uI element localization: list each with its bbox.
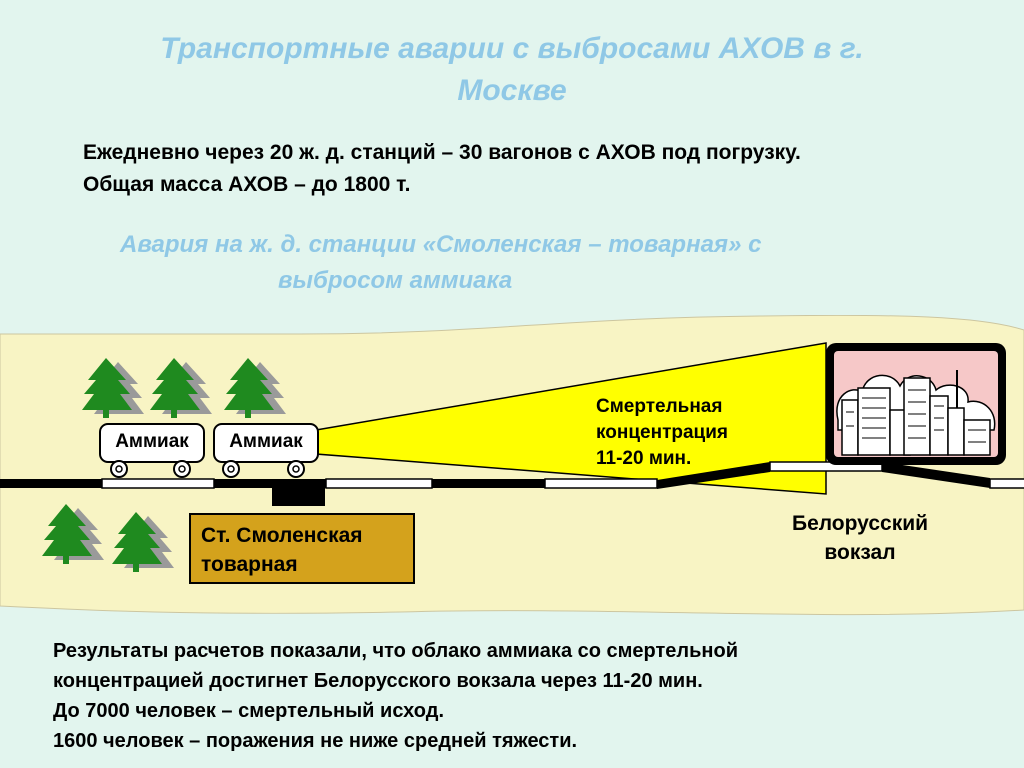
cloud-label-line-2: концентрация — [596, 422, 728, 443]
tree-icon — [42, 504, 104, 564]
lethal-concentration-label: Смертельная концентрация 11-20 мин. — [596, 394, 728, 472]
results-line-1: Результаты расчетов показали, что облако… — [53, 640, 739, 662]
city-icon — [826, 343, 1006, 465]
wagon-1-label: Аммиак — [115, 431, 189, 452]
station-label-line-2: товарная — [201, 553, 298, 576]
destination-line-1: Белорусский — [791, 512, 929, 535]
destination-line-2: вокзал — [824, 541, 896, 564]
station-label-line-1: Ст. Смоленская — [201, 524, 363, 547]
wagon-2-label: Аммиак — [229, 431, 303, 452]
subtitle-line-1: Авария на ж. д. станции «Смоленская – то… — [120, 231, 762, 258]
tree-icon — [224, 358, 286, 418]
title-line-1: Транспортные аварии с выбросами АХОВ в г… — [160, 32, 864, 65]
lead-line-1: Ежедневно через 20 ж. д. станций – 30 ва… — [83, 141, 801, 164]
tree-icon — [82, 358, 144, 418]
accident-subtitle: Авария на ж. д. станции «Смоленская – то… — [120, 227, 890, 299]
cloud-label-line-3: 11-20 мин. — [596, 448, 692, 469]
destination-label: Белорусский вокзал — [760, 509, 960, 567]
results-text: Результаты расчетов показали, что облако… — [53, 636, 738, 756]
station-label-box: Ст. Смоленская товарная — [189, 513, 415, 584]
wagon-2 — [213, 423, 319, 478]
lead-text: Ежедневно через 20 ж. д. станций – 30 ва… — [83, 137, 801, 201]
lead-line-2: Общая масса АХОВ – до 1800 т. — [83, 173, 411, 196]
tree-icon — [150, 358, 212, 418]
results-line-3: До 7000 человек – смертельный исход. — [53, 700, 445, 722]
title-line-2: Москве — [457, 74, 567, 107]
railway-track — [0, 461, 1024, 506]
results-line-2: концентрацией достигнет Белорусского вок… — [53, 670, 703, 692]
tree-icon — [112, 512, 174, 572]
wagon-1 — [99, 423, 205, 478]
subtitle-line-2: выбросом аммиака — [278, 267, 513, 294]
scene-diagram — [0, 315, 1024, 616]
results-line-4: 1600 человек – поражения не ниже средней… — [53, 730, 578, 752]
slide-title: Транспортные аварии с выбросами АХОВ в г… — [0, 28, 1024, 112]
cloud-label-line-1: Смертельная — [596, 396, 723, 417]
